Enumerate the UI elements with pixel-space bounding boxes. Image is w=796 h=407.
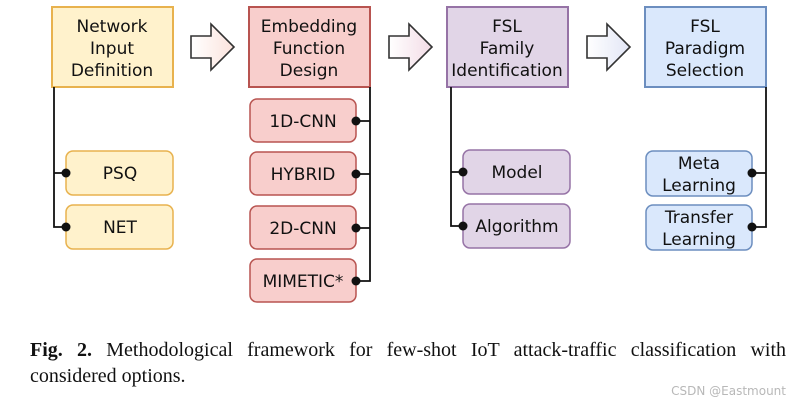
stage-title-line: Paradigm	[665, 39, 745, 59]
figure-caption: Fig. 2. Methodological framework for few…	[30, 337, 786, 389]
connector-dot	[351, 223, 361, 233]
option-label-meta-learning-line: Learning	[662, 176, 736, 196]
option-label-hybrid: HYBRID	[271, 165, 336, 185]
option-label-transfer-learning-line: Learning	[662, 230, 736, 250]
stage-box	[644, 6, 767, 88]
option-label-net: NET	[103, 218, 137, 238]
paradigm-options: Meta Learning Transfer Learning	[645, 87, 767, 251]
connector-dot	[351, 169, 361, 179]
stage-fsl-paradigm-selection: FSL Paradigm Selection	[644, 6, 767, 88]
stage-title-line: Identification	[451, 61, 562, 81]
watermark: CSDN @Eastmount	[671, 384, 786, 398]
stage-title-line: Embedding	[261, 17, 357, 37]
connector-line	[450, 87, 463, 227]
option-label-transfer-learning-line: Transfer	[664, 208, 733, 228]
stage-title-line: Function	[273, 39, 345, 59]
flow-arrow-1	[190, 22, 236, 72]
option-label-1d-cnn: 1D-CNN	[269, 112, 336, 132]
stage-network-input-definition: Network Input Definition	[51, 6, 174, 88]
connector-dot	[61, 222, 71, 232]
connector-dot	[61, 168, 71, 178]
stage-title-line: Network	[77, 17, 148, 37]
input-options: PSQ NET	[53, 87, 174, 250]
option-label-model: Model	[491, 163, 542, 183]
connector-dot	[351, 116, 361, 126]
connector-line	[356, 87, 371, 282]
methodology-diagram: Network Input Definition Embedding Funct…	[51, 6, 767, 303]
option-label-meta-learning-line: Meta	[678, 154, 720, 174]
option-label-psq: PSQ	[103, 164, 137, 184]
stage-title-line: Family	[480, 39, 535, 59]
stage-fsl-family-identification: FSL Family Identification	[446, 6, 569, 88]
stage-title-line: Definition	[71, 61, 153, 81]
stage-box	[446, 6, 569, 88]
figure-label: Fig. 2.	[30, 339, 93, 361]
flow-arrow-3	[586, 22, 632, 72]
option-label-algorithm: Algorithm	[475, 217, 558, 237]
option-label-mimetic: MIMETIC*	[263, 272, 344, 292]
connector-dot	[458, 221, 468, 231]
stage-embedding-function-design: Embedding Function Design	[248, 6, 371, 88]
stage-title-line: FSL	[492, 17, 522, 37]
connector-dot	[351, 276, 361, 286]
embedding-options: 1D-CNN HYBRID 2D-CNN MIMETIC*	[249, 87, 371, 303]
stage-title-line: Design	[280, 61, 339, 81]
stage-title-line: Input	[90, 39, 134, 59]
family-options: Model Algorithm	[450, 87, 571, 249]
connector-line	[752, 87, 767, 228]
connector-dot	[747, 168, 757, 178]
connector-dot	[458, 167, 468, 177]
option-label-2d-cnn: 2D-CNN	[269, 219, 336, 239]
flow-arrow-2	[388, 22, 434, 72]
stage-title-line: Selection	[666, 61, 744, 81]
stage-title-line: FSL	[690, 17, 720, 37]
connector-dot	[747, 222, 757, 232]
figure-caption-text: Methodological framework for few-shot Io…	[30, 339, 787, 387]
stage-box	[51, 6, 174, 88]
stage-box	[248, 6, 371, 88]
connector-line	[53, 87, 66, 228]
